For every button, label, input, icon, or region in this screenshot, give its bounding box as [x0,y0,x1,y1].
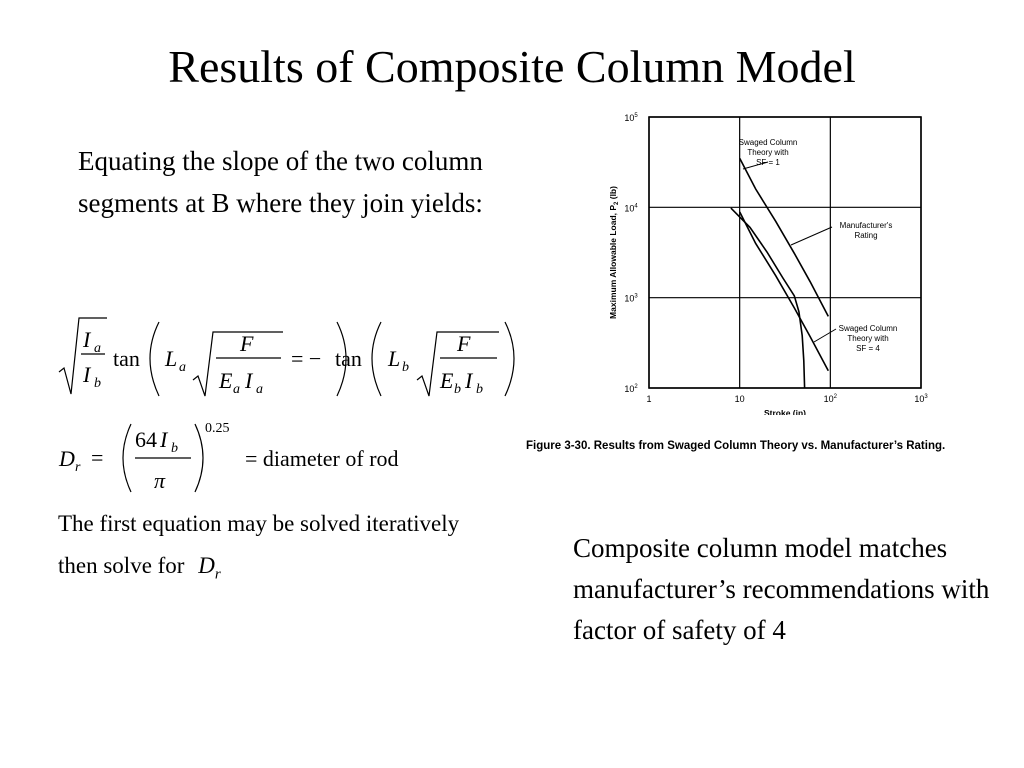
eq1-I-sub-a-2: a [256,382,263,397]
leader-line-manufacturer-rating [790,226,833,246]
series-label-swaged-sf4: SF = 4 [856,344,880,353]
y-axis-label-unit: (lb) [608,186,618,202]
x-axis-label: Stroke (in) [764,408,806,415]
solve-line-2-text: then solve for [58,553,185,578]
x-tick-label: 10 [735,394,745,404]
x-tick-exponent: 2 [834,394,838,400]
eq2-diameter-label: = diameter of rod [245,446,399,471]
series-label-swaged-sf1: SF = 1 [756,158,780,167]
y-tick-label: 102 [624,384,638,394]
y-tick-exponent: 4 [634,203,638,209]
eq1-L-a: L [164,346,177,371]
eq1-E-sub-b: b [454,382,461,397]
eq1-sub-b: b [94,376,101,391]
eq2-exponent: 0.25 [205,421,230,436]
eq1-L-b: L [387,346,400,371]
eq2-I-sub: b [171,441,178,456]
y-axis-label-sub: 2 [614,201,620,205]
eq1-E-a: E [218,368,233,393]
eq1-F-1: F [239,331,254,356]
solve-line-1: The first equation may be solved iterati… [58,511,460,536]
eq2-I: I [159,427,169,452]
x-tick-label: 103 [914,394,928,404]
eq1-I-a-2: I [244,368,254,393]
y-tick-exponent: 5 [634,113,638,119]
y-tick-exponent: 3 [634,294,638,300]
eq1-I-sub-b-2: b [476,382,483,397]
eq1-L-sub-a: a [179,360,186,375]
eq2-pi: π [154,468,166,493]
eq1-tan-2: tan [335,346,362,371]
leader-line-swaged-sf1 [742,161,769,170]
series-label-swaged-sf4: Theory with [847,334,888,343]
series-label-swaged-sf1: Swaged Column [739,138,798,147]
series-label-manufacturer-rating: Rating [854,231,877,240]
eq1-E-b: E [439,368,454,393]
leader-line-swaged-sf4 [813,328,837,343]
eq1-F-2: F [456,331,471,356]
eq1-tan-1: tan [113,346,140,371]
series-label-swaged-sf4: Swaged Column [839,324,898,333]
solve-D-sub: r [214,566,221,583]
series-line-swaged-sf4 [738,211,830,372]
eq1-I-a: I [82,327,92,352]
x-tick-label: 1 [646,394,651,404]
eq1-I-b-2: I [464,368,474,393]
conclusion-text: Composite column model matches manufactu… [573,533,990,645]
x-tick-label: 102 [824,394,838,404]
solve-D-symbol: D [198,553,215,578]
y-tick-exponent: 2 [634,384,638,390]
series-label-swaged-sf1: Theory with [747,148,788,157]
eq1-sub-a: a [94,341,101,356]
y-tick-label: 103 [624,294,638,304]
y-tick-label: 105 [624,113,638,123]
eq1-I-b: I [82,362,92,387]
eq2-equals: = [91,445,103,470]
y-axis-label: Maximum Allowable Load, P2 (lb) [608,186,620,319]
series-label-manufacturer-rating: Manufacturer's [840,221,893,230]
eq2-64: 64 [135,427,157,452]
y-tick-label: 104 [624,203,638,213]
solve-line-2: then solve for Dr [58,551,221,590]
diameter-equation: D r = 64 I b π 0.25 = diameter of rod [55,418,475,498]
series-line-manufacturer-rating [730,207,806,389]
series-line-swaged-sf1 [738,157,830,317]
slide-title: Results of Composite Column Model [168,41,856,92]
x-tick-exponent: 3 [924,394,928,400]
eq1-L-sub-b: b [402,360,409,375]
eq2-D-sub: r [75,460,81,475]
eq2-D: D [58,446,75,471]
intro-text: Equating the slope of the two column seg… [78,146,483,218]
plot-frame [648,116,922,389]
eq1-equals-minus: = − [291,346,321,371]
eq1-E-sub-a: a [233,382,240,397]
slope-equation: I a I b tan L a F E a I a = − tan L b F … [55,310,525,410]
figure-caption: Figure 3-30. Results from Swaged Column … [526,440,946,452]
